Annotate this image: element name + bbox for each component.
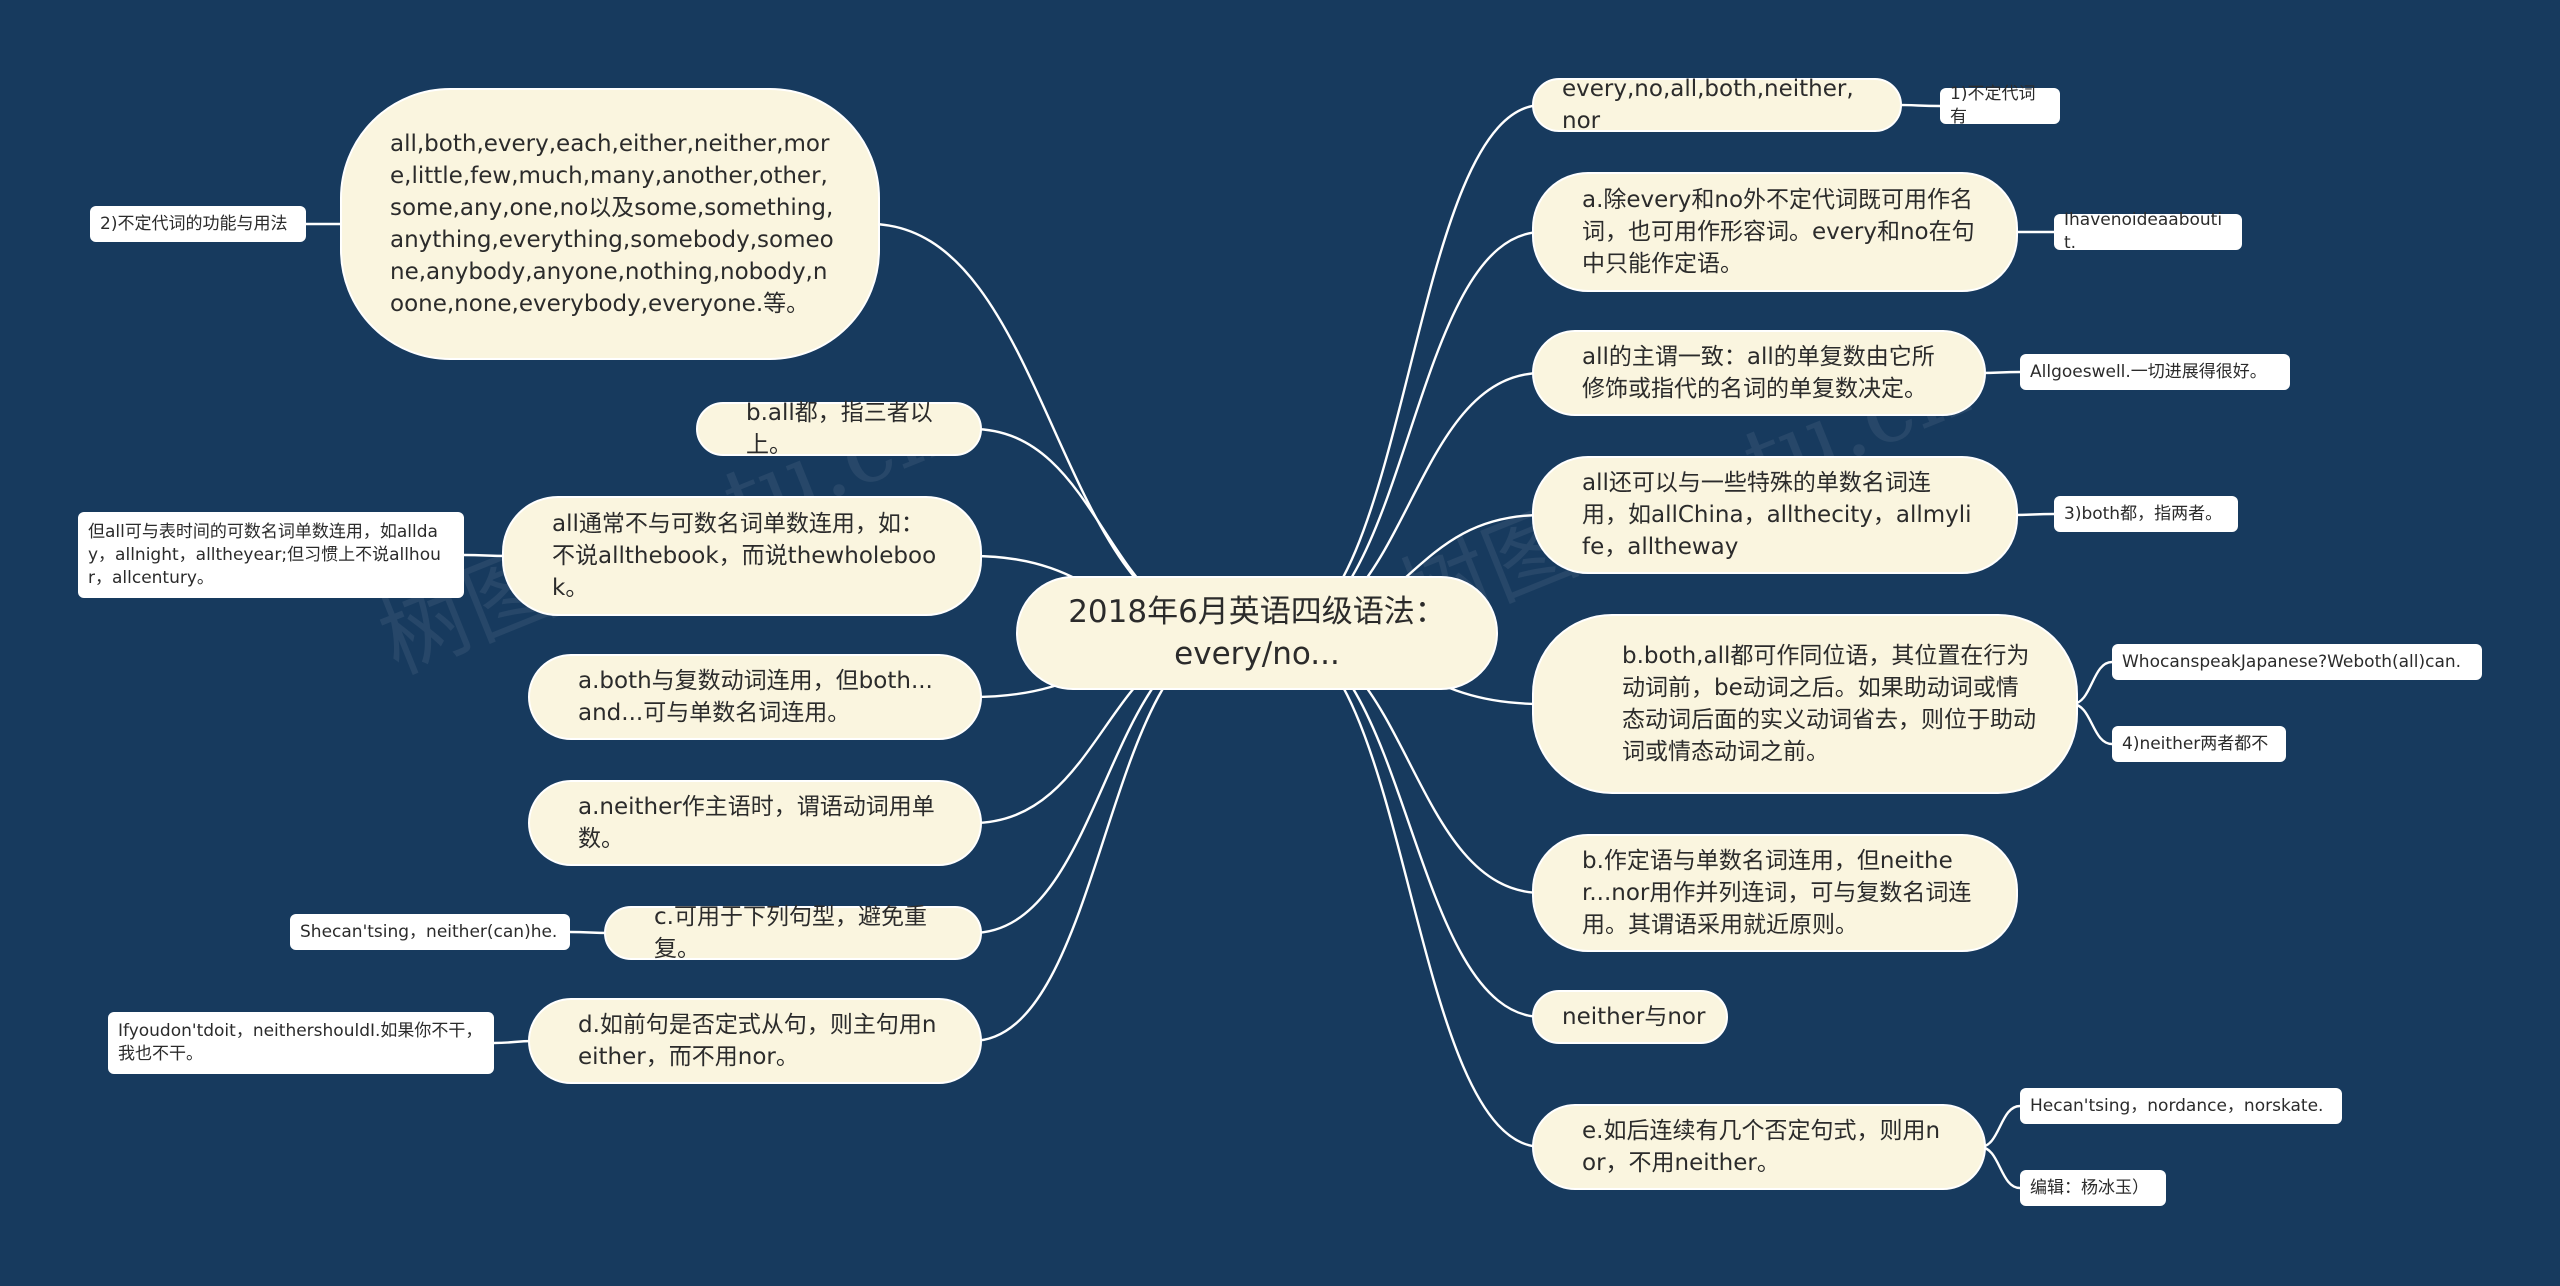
connector-center-right — [1276, 631, 1543, 1019]
leaf-neither-both-not[interactable]: 4)neither两者都不 — [2112, 726, 2286, 762]
central-topic[interactable]: 2018年6月英语四级语法：every/no... — [1016, 576, 1498, 690]
topic-label: neither与nor — [1562, 1004, 1706, 1030]
topic-label: all还可以与一些特殊的单数名词连用，如allChina，allthecity，… — [1582, 470, 1972, 560]
topic-negative-clause[interactable]: d.如前句是否定式从句，则主句用neither，而不用nor。 — [528, 998, 982, 1084]
topic-label: b.both,all都可作同位语，其位置在行为动词前，be动词之后。如果助动词或… — [1622, 643, 2036, 765]
topic-consecutive-negatives[interactable]: e.如后连续有几个否定句式，则用nor，不用neither。 — [1532, 1104, 1986, 1190]
topic-all-agreement[interactable]: all的主谓一致：all的单复数由它所修饰或指代的名词的单复数决定。 — [1532, 330, 1986, 416]
topic-all-three[interactable]: b.all都，指三者以上。 — [696, 400, 982, 458]
topic-label: c.可用于下列句型，避免重复。 — [654, 904, 927, 962]
topic-label: b.all都，指三者以上。 — [746, 400, 933, 458]
topic-all-special-nouns[interactable]: all还可以与一些特殊的单数名词连用，如allChina，allthecity，… — [1532, 456, 2018, 574]
topic-every-no-attributive[interactable]: a.除every和no外不定代词既可用作名词，也可用作形容词。every和no在… — [1532, 172, 2018, 292]
leaf-function-usage[interactable]: 2)不定代词的功能与用法 — [90, 206, 306, 242]
topic-label: all通常不与可数名词单数连用，如：不说allthebook，而说thewhol… — [552, 511, 937, 601]
connector-leaf — [2011, 512, 2055, 517]
leaf-label: 2)不定代词的功能与用法 — [100, 213, 288, 234]
leaf-label: 3)both都，指两者。 — [2064, 503, 2223, 524]
topic-neither-and-nor[interactable]: neither与nor — [1532, 990, 1728, 1044]
leaf-indefinite-pronouns[interactable]: 1)不定代词有 — [1940, 84, 2060, 127]
topic-pronoun-list[interactable]: all,both,every,each,either,neither,more,… — [340, 88, 880, 360]
topic-label: a.neither作主语时，谓语动词用单数。 — [578, 794, 935, 852]
leaf-both-two[interactable]: 3)both都，指两者。 — [2054, 496, 2238, 532]
leaf-label: Allgoeswell.一切进展得很好。 — [2030, 361, 2267, 382]
topic-all-countable[interactable]: all通常不与可数名词单数连用，如：不说allthebook，而说thewhol… — [502, 496, 982, 616]
leaf-editor-credit[interactable]: 编辑：杨冰玉） — [2020, 1170, 2166, 1206]
leaf-label: 1)不定代词有 — [1950, 84, 2036, 127]
leaf-label: WhocanspeakJapanese?Weboth(all)can. — [2122, 651, 2462, 672]
topic-label: every,no,all,both,neither,nor — [1562, 76, 1854, 134]
topic-both-all-appositive[interactable]: b.both,all都可作同位语，其位置在行为动词前，be动词之后。如果助动词或… — [1532, 614, 2078, 794]
connector-leaf — [1895, 103, 1941, 108]
leaf-example-she-cant-sing[interactable]: Shecan'tsing，neither(can)he. — [290, 914, 570, 950]
leaf-example-he-cant-sing[interactable]: Hecan'tsing，nordance，norskate. — [2020, 1088, 2342, 1124]
leaf-all-time-nouns[interactable]: 但all可与表时间的可数名词单数连用，如allday，allnight，allt… — [78, 512, 464, 598]
topic-neither-attributive[interactable]: b.作定语与单数名词连用，但neither...nor用作并列连词，可与复数名词… — [1532, 834, 2018, 952]
leaf-example-no-idea[interactable]: Ihavenoideaaboutit. — [2054, 210, 2242, 253]
topic-label: b.作定语与单数名词连用，但neither...nor用作并列连词，可与复数名词… — [1582, 848, 1972, 938]
topic-every-no-list[interactable]: every,no,all,both,neither,nor — [1532, 76, 1902, 134]
leaf-label: 编辑：杨冰玉） — [2030, 1177, 2149, 1198]
topic-sentence-pattern[interactable]: c.可用于下列句型，避免重复。 — [604, 904, 982, 962]
leaf-label: Ihavenoideaaboutit. — [2064, 210, 2223, 253]
leaf-example-if-you-dont[interactable]: Ifyoudon'tdoit，neithershouldI.如果你不干，我也不干… — [108, 1012, 494, 1074]
connector-leaf — [1979, 1104, 2021, 1149]
leaf-label: 但all可与表时间的可数名词单数连用，如allday，allnight，allt… — [88, 521, 441, 588]
leaf-label: Hecan'tsing，nordance，norskate. — [2030, 1095, 2324, 1116]
topic-label: e.如后连续有几个否定句式，则用nor，不用neither。 — [1582, 1118, 1941, 1176]
topic-label: all的主谓一致：all的单复数由它所修饰或指代的名词的单复数决定。 — [1582, 344, 1935, 402]
central-topic-label: 2018年6月英语四级语法：every/no... — [1068, 594, 1446, 672]
connector-center-right — [1276, 631, 1543, 1149]
leaf-label: 4)neither两者都不 — [2122, 733, 2269, 754]
connector-leaf — [1979, 1145, 2021, 1190]
topic-label: a.除every和no外不定代词既可用作名词，也可用作形容词。every和no在… — [1582, 187, 1975, 277]
connector-leaf — [2071, 660, 2113, 706]
topic-label: all,both,every,each,either,neither,more,… — [390, 131, 834, 317]
topic-neither-subject[interactable]: a.neither作主语时，谓语动词用单数。 — [528, 780, 982, 866]
leaf-label: Ifyoudon'tdoit，neithershouldI.如果你不干，我也不干… — [118, 1021, 483, 1064]
connector-leaf — [1979, 370, 2021, 375]
topic-both-plural-verb[interactable]: a.both与复数动词连用，但both...and...可与单数名词连用。 — [528, 654, 982, 740]
leaf-example-who-can-speak[interactable]: WhocanspeakJapanese?Weboth(all)can. — [2112, 644, 2482, 680]
leaf-label: Shecan'tsing，neither(can)he. — [300, 921, 558, 942]
topic-label: a.both与复数动词连用，但both...and...可与单数名词连用。 — [578, 668, 933, 726]
connector-leaf — [2071, 702, 2113, 746]
leaf-example-all-goes-well[interactable]: Allgoeswell.一切进展得很好。 — [2020, 354, 2290, 390]
topic-label: d.如前句是否定式从句，则主句用neither，而不用nor。 — [578, 1012, 937, 1070]
connector-center-left — [971, 631, 1238, 1043]
